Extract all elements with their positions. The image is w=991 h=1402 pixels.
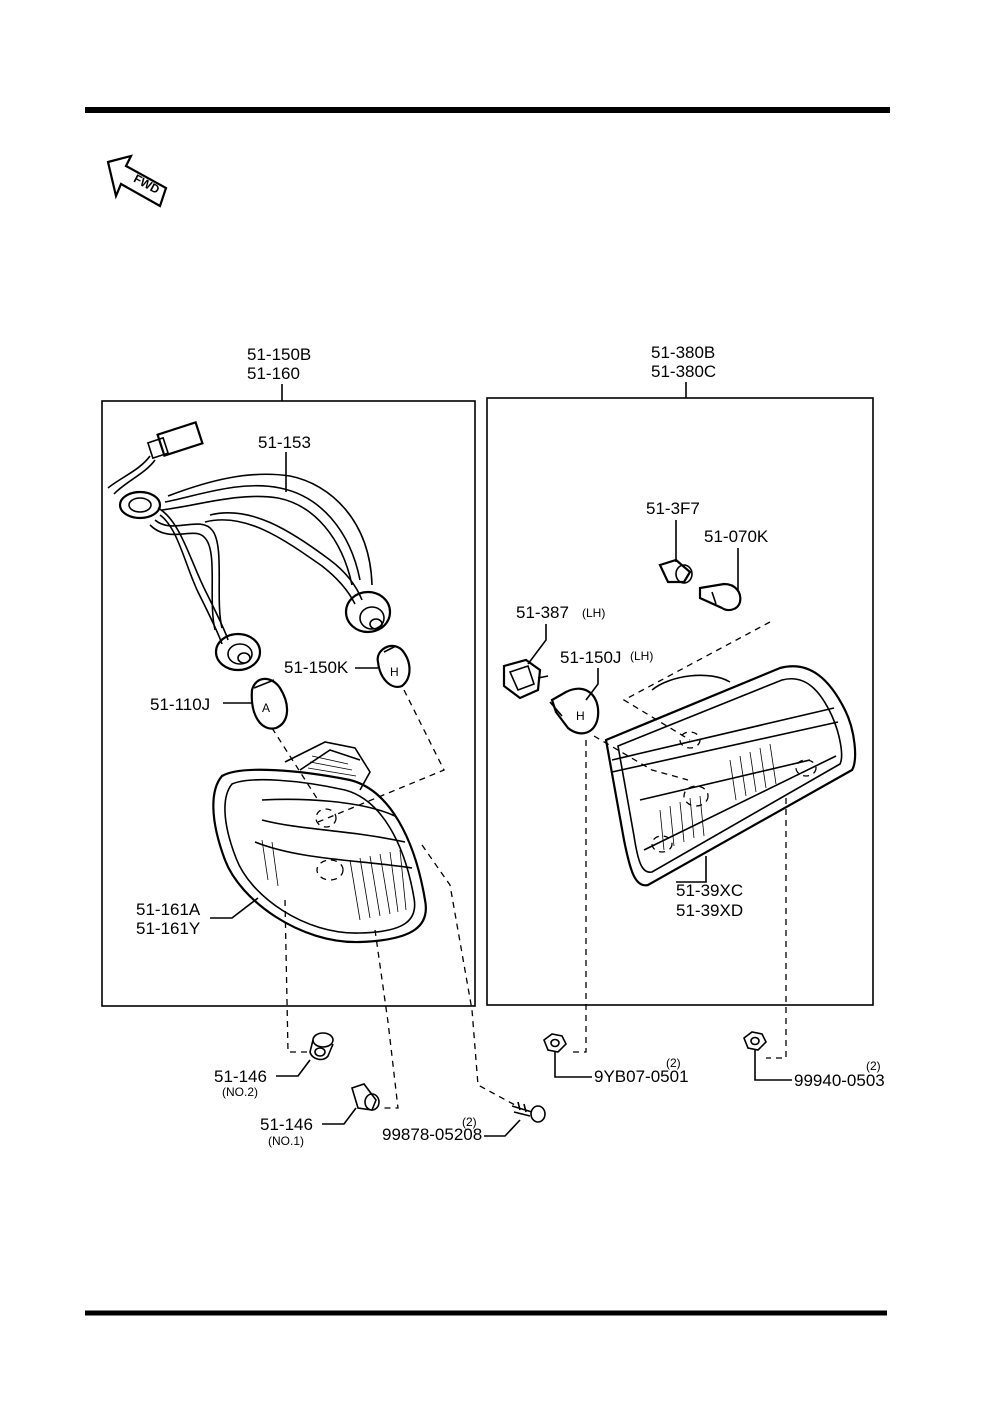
- right-guide-lines: [568, 621, 787, 1059]
- left-guide-lines: [271, 689, 516, 1109]
- clip-no2-label: 51-146: [214, 1067, 267, 1086]
- lh-bulb-icon: H: [549, 687, 600, 735]
- small-socket-label: 51-3F7: [646, 499, 700, 518]
- right-header-1: 51-380B: [651, 343, 715, 362]
- bulb-h-label: 51-150K: [284, 658, 349, 677]
- bulb-a-mark: A: [262, 701, 270, 715]
- right-group-frame: [486, 397, 874, 1006]
- screw-label: 99878-05208: [382, 1125, 482, 1144]
- left-header-2: 51-160: [247, 364, 300, 383]
- left-socket-upper: [344, 590, 392, 634]
- bulb-a-label: 51-110J: [150, 695, 210, 714]
- clip-no1-label: 51-146: [260, 1115, 313, 1134]
- clip-no1-note: (NO.1): [268, 1134, 304, 1148]
- fwd-arrow-icon: FWD: [106, 154, 168, 208]
- left-group-frame: [101, 400, 476, 1007]
- right-header-2: 51-380C: [651, 362, 716, 381]
- bulb-h-icon: H: [376, 644, 411, 688]
- clip-no1-icon: [351, 1083, 380, 1111]
- clip-no2-note: (NO.2): [222, 1085, 258, 1099]
- lh-socket-icon: [502, 658, 549, 700]
- nut-right-icon: [743, 1031, 767, 1051]
- nut-left-icon: [543, 1033, 567, 1053]
- wiring-harness: [107, 420, 373, 645]
- lh-bulb-mark: H: [576, 709, 585, 723]
- small-socket-icon: [658, 558, 693, 584]
- left-lamp-label-1: 51-161A: [136, 900, 201, 919]
- left-socket-lower: [214, 632, 262, 672]
- lh-socket-label: 51-387: [516, 603, 569, 622]
- left-lamp-label-2: 51-161Y: [136, 919, 200, 938]
- screw-qty: (2): [462, 1115, 477, 1129]
- left-header-1: 51-150B: [247, 345, 311, 364]
- screw-icon: [511, 1101, 546, 1123]
- harness-label: 51-153: [258, 433, 311, 452]
- lh-bulb-label: 51-150J: [560, 648, 621, 667]
- lh-socket-side: (LH): [582, 606, 605, 620]
- nut-right-qty: (2): [866, 1059, 881, 1073]
- nut-right-label: 99940-0503: [794, 1071, 885, 1090]
- bulb-a-icon: A: [250, 677, 289, 730]
- left-tail-lamp: [212, 741, 427, 944]
- bulb-h-mark: H: [390, 665, 399, 679]
- small-bulb-icon: [698, 582, 742, 612]
- nut-left-label: 9YB07-0501: [594, 1067, 689, 1086]
- right-lamp-label-2: 51-39XD: [676, 901, 743, 920]
- right-lamp-label-1: 51-39XC: [676, 881, 743, 900]
- nut-left-qty: (2): [666, 1056, 681, 1070]
- right-tail-lamp: [604, 665, 857, 887]
- clip-no2-icon: [309, 1032, 334, 1061]
- small-bulb-label: 51-070K: [704, 527, 769, 546]
- lh-bulb-side: (LH): [630, 649, 653, 663]
